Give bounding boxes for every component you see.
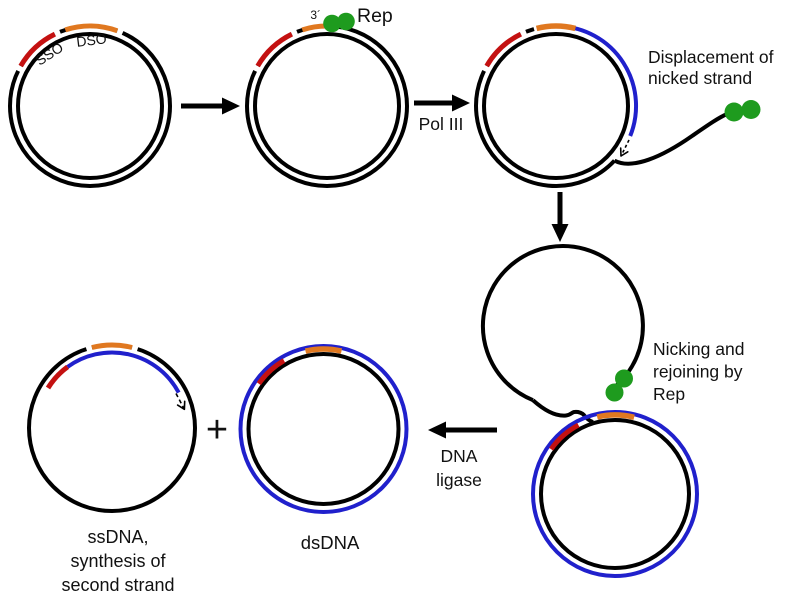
nick-gap	[15, 64, 23, 73]
nick-gap	[481, 64, 489, 73]
sso-segment	[549, 422, 580, 451]
dso-label: DSO	[75, 30, 107, 50]
rep-protein-icon	[323, 14, 341, 33]
arrowhead	[222, 97, 240, 115]
dso-segment	[535, 23, 577, 32]
arrowhead	[551, 224, 569, 242]
nicking-caption-line1: Nicking and	[653, 339, 744, 359]
step-arrow-pol3: Pol III	[414, 94, 470, 134]
synthesis-direction-arrow	[175, 393, 186, 410]
displaced-strand-tail	[613, 112, 728, 166]
rep-protein-icon	[605, 383, 624, 402]
sso-segment	[484, 31, 523, 68]
rejoined-blue-strand	[531, 410, 699, 578]
rep-protein-icon	[615, 369, 633, 388]
product-ssdna: ssDNA, synthesis of second strand	[27, 342, 197, 595]
ssdna-caption-line3: second strand	[61, 575, 174, 595]
rep-protein-icon	[741, 100, 761, 119]
pol3-label: Pol III	[419, 114, 464, 134]
synthesis-direction-arrow	[620, 139, 630, 157]
nick-gap	[290, 29, 298, 37]
dna-ligase-label-line2: ligase	[436, 470, 482, 490]
dsdna-label: dsDNA	[301, 532, 360, 553]
step-arrow-down	[551, 192, 569, 242]
displaced-loop	[480, 244, 645, 403]
new-blue-strand	[560, 24, 639, 137]
ssdna-caption-line2: synthesis of	[70, 551, 166, 571]
sso-segment	[255, 31, 294, 68]
sso-segment	[18, 31, 57, 68]
dso-segment	[596, 412, 635, 420]
stage1-plasmid: SSO DSO	[8, 23, 172, 188]
product-dsdna: dsDNA	[238, 344, 409, 553]
dso-segment	[304, 346, 343, 354]
arrowhead	[428, 421, 446, 439]
displacement-caption-line2: nicked strand	[648, 68, 752, 88]
rep-protein-icon	[724, 102, 744, 122]
step-arrow-1	[181, 97, 240, 115]
rep-protein-icon	[337, 12, 355, 31]
rep-label: Rep	[357, 5, 393, 27]
nicking-caption-line3: Rep	[653, 384, 685, 404]
three-prime-label: 3´	[310, 8, 321, 22]
plasmid-inner-strand	[16, 32, 164, 180]
dso-segment	[64, 23, 119, 34]
nick-gap	[252, 64, 260, 73]
plus-sign: +	[206, 409, 228, 451]
stage2-rep-binding: 3´ Rep	[245, 5, 409, 188]
nick-gap	[519, 29, 527, 37]
synthesis-direction-arrowhead	[176, 400, 186, 411]
template-inner-strand	[482, 32, 630, 180]
ssdna-circle-strand	[27, 343, 197, 513]
ssdna-caption-line1: ssDNA,	[87, 527, 148, 547]
nick-gap	[85, 345, 93, 352]
second-strand-blue	[66, 350, 181, 394]
dna-ligase-label-line1: DNA	[441, 446, 478, 466]
nick-gap	[131, 345, 139, 352]
arrowhead	[452, 94, 470, 112]
sso-segment	[256, 358, 286, 386]
nicking-caption-line2: rejoining by	[653, 362, 743, 382]
step-arrow-ligase: DNA ligase	[428, 421, 497, 490]
sso-segment	[45, 364, 70, 390]
nick-gap	[116, 28, 124, 36]
rejoined-template-strand	[539, 418, 691, 570]
synthesis-direction-arrowhead	[619, 147, 629, 157]
nick-gap	[53, 29, 61, 37]
plasmid-inner-strand	[253, 32, 401, 180]
displacement-caption-line1: Displacement of	[648, 47, 774, 67]
dsdna-blue-strand	[238, 344, 409, 514]
dso-segment	[91, 342, 133, 350]
stage4-nicking-rejoining: Nicking and rejoining by Rep	[480, 244, 744, 578]
dsdna-template-strand	[246, 352, 401, 506]
stage3-displacement: Displacement of nicked strand	[474, 23, 774, 189]
